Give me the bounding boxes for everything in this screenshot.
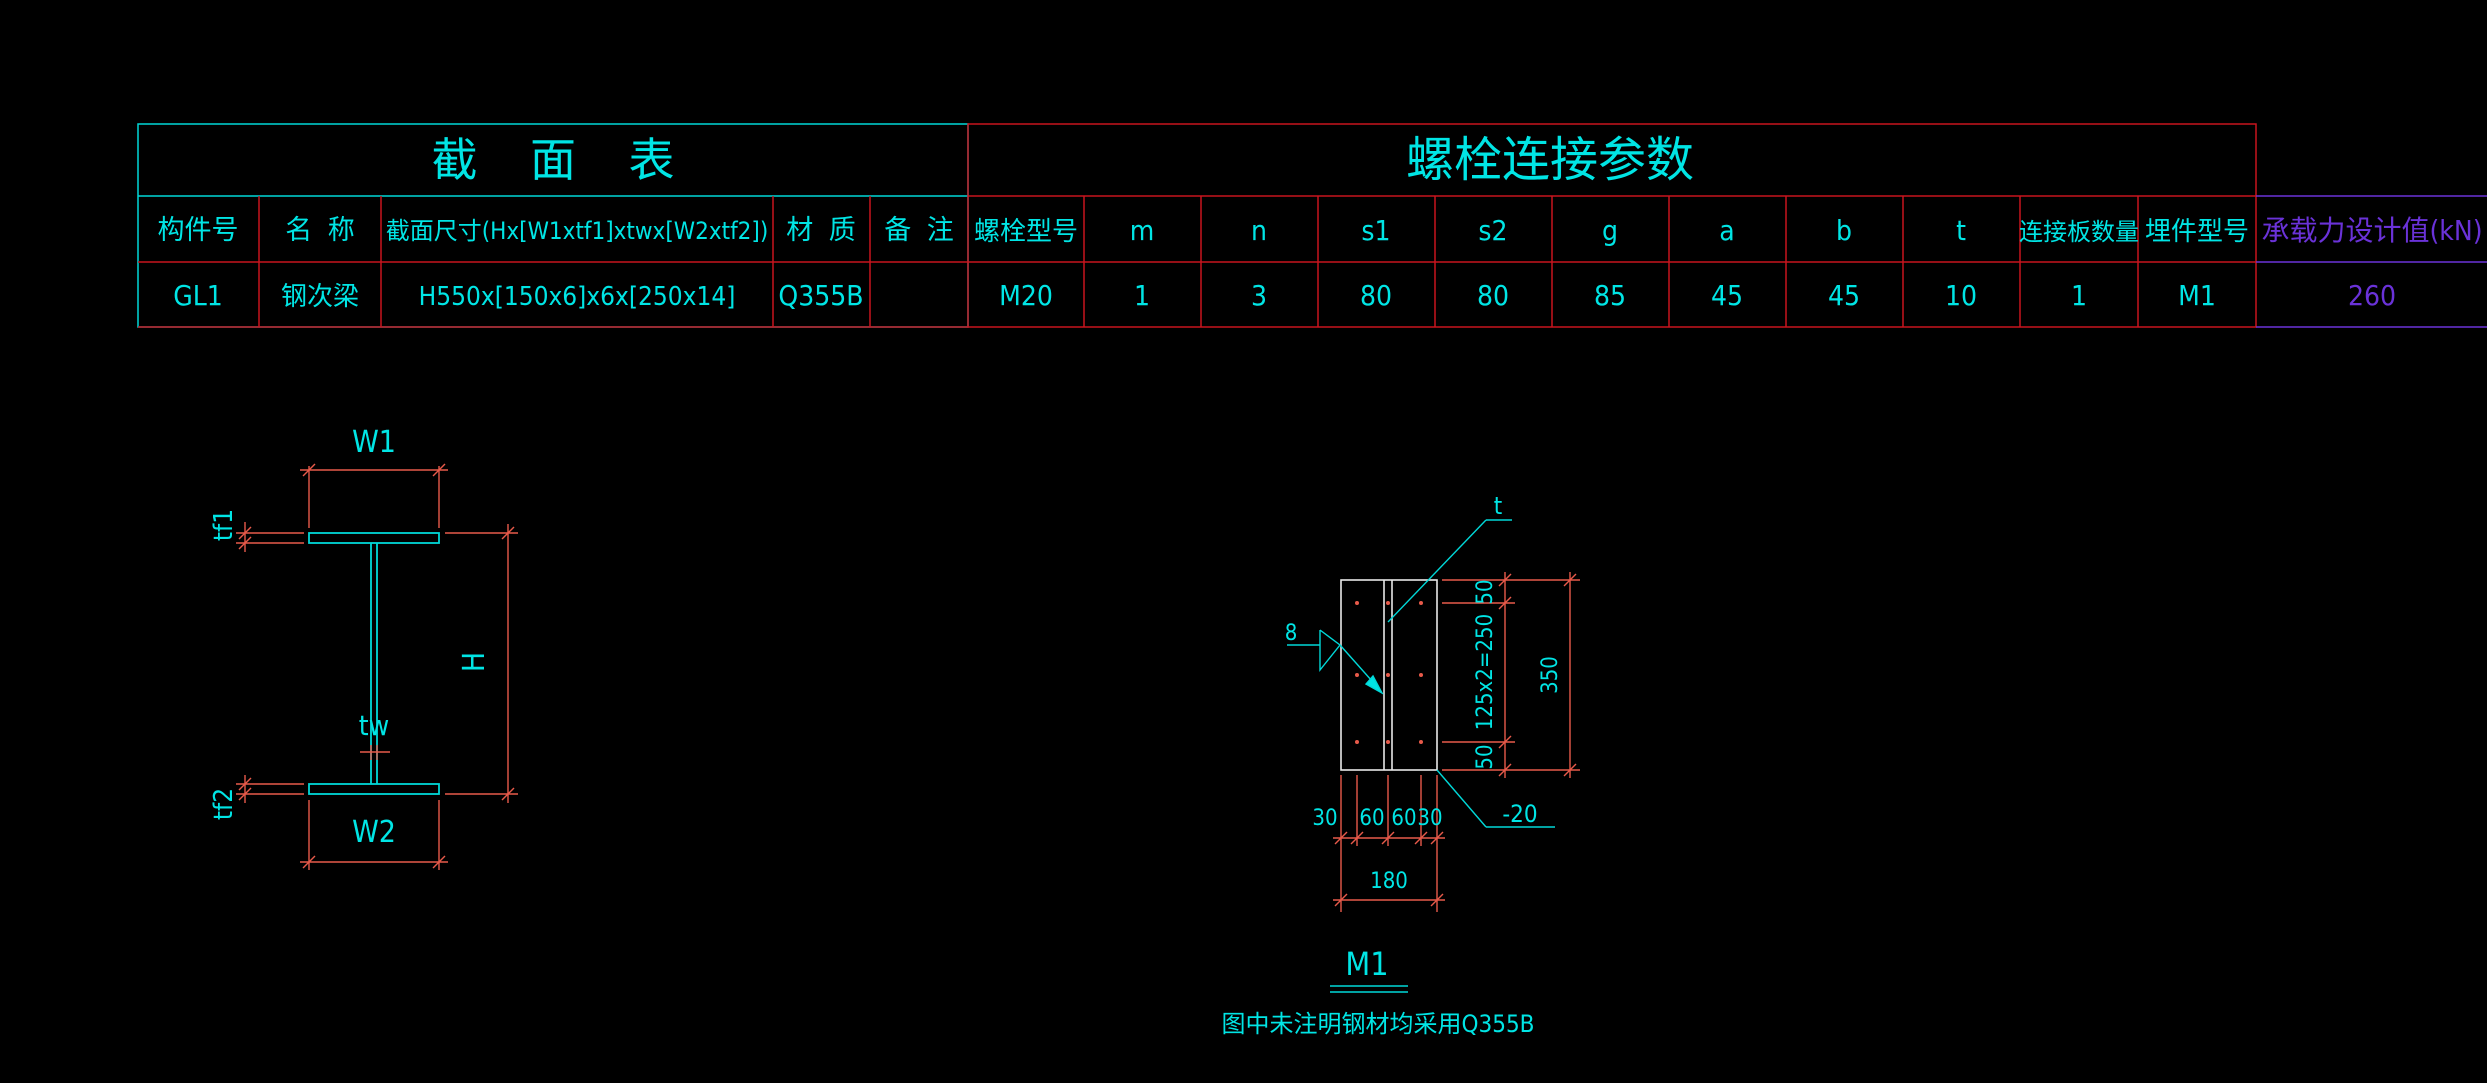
dim-right-edge: 30	[1417, 806, 1442, 831]
capacity-column	[2256, 195, 2487, 328]
capacity-header: 承载力设计值(kN)	[2261, 214, 2482, 247]
dim-overall-height: 350	[1538, 656, 1563, 694]
cell-a: 45	[1711, 279, 1743, 312]
cell-plate-count: 1	[2071, 279, 2087, 312]
cell-material: Q355B	[778, 279, 863, 312]
header-n: n	[1251, 214, 1267, 247]
header-member-no: 构件号	[158, 215, 239, 246]
dim-bottom-edge: 50	[1473, 744, 1498, 769]
material-note: 图中未注明钢材均采用Q355B	[1221, 1010, 1534, 1038]
header-name: 名 称	[285, 215, 354, 246]
bolt-hole	[1419, 740, 1423, 744]
bolt-hole	[1419, 601, 1423, 605]
bolt-hole	[1386, 601, 1390, 605]
dim-top-edge: 50	[1473, 579, 1498, 604]
bolt-table-title: 螺栓连接参数	[1406, 132, 1694, 188]
bolt-hole	[1355, 673, 1359, 677]
embed-plate-name: M1	[1345, 945, 1388, 983]
t-leader	[1387, 519, 1512, 623]
ibeam-labels: W1 W2 tw H tf1 tf2	[209, 425, 492, 850]
weld-symbol	[1287, 629, 1384, 695]
label-tf1: tf1	[209, 509, 239, 541]
cell-n: 3	[1251, 279, 1267, 312]
header-s1: s1	[1361, 214, 1390, 247]
cell-name: 钢次梁	[281, 282, 359, 312]
cell-m: 1	[1134, 279, 1150, 312]
cell-section-size: H550x[150x6]x6x[250x14]	[419, 282, 736, 312]
cell-member-no: GL1	[173, 279, 223, 312]
ibeam-dimensions	[236, 463, 518, 870]
cell-t: 10	[1945, 279, 1977, 312]
header-g: g	[1602, 214, 1618, 247]
header-plate-count: 连接板数量	[2019, 218, 2139, 246]
section-table-headers: 构件号 名 称 截面尺寸(Hx[W1xtf1]xtwx[W2xtf2]) 材 质…	[158, 215, 954, 246]
cell-embed-type: M1	[2178, 279, 2216, 312]
cell-b: 45	[1828, 279, 1860, 312]
ibeam-section	[308, 532, 440, 795]
label-weld-size: 8	[1285, 621, 1298, 646]
header-remark: 备 注	[884, 215, 953, 246]
bolt-hole	[1386, 673, 1390, 677]
header-m: m	[1130, 214, 1155, 247]
label-plate-thickness: -20	[1502, 800, 1537, 828]
dim-overall-width: 180	[1370, 869, 1408, 894]
header-s2: s2	[1478, 214, 1507, 247]
header-section-size: 截面尺寸(Hx[W1xtf1]xtwx[W2xtf2])	[386, 217, 769, 245]
label-w2: W2	[352, 815, 396, 850]
header-embed-type: 埋件型号	[2145, 217, 2249, 247]
embed-right-dimensions	[1442, 572, 1580, 778]
label-t: t	[1494, 492, 1502, 520]
embed-right-labels: 50 125x2=250 50 350	[1473, 579, 1563, 769]
label-h: H	[457, 652, 492, 672]
bolt-hole	[1355, 740, 1359, 744]
header-t: t	[1956, 214, 1966, 247]
label-tw: tw	[359, 709, 389, 742]
section-table-title: 截 面 表	[431, 133, 674, 187]
header-a: a	[1719, 214, 1734, 247]
label-w1: W1	[352, 425, 396, 460]
cell-bolt-type: M20	[999, 279, 1053, 312]
embed-bottom-dimensions	[1333, 775, 1445, 912]
bolt-table-headers: 螺栓型号 m n s1 s2 g a b t 连接板数量 埋件型号	[974, 214, 2249, 247]
plate-thickness-leader	[1436, 769, 1555, 828]
dim-left-edge: 30	[1312, 806, 1337, 831]
dim-spacing-2: 60	[1391, 806, 1416, 831]
cell-g: 85	[1594, 279, 1626, 312]
dim-spacing-1: 60	[1359, 806, 1384, 831]
capacity-value: 260	[2348, 279, 2396, 312]
label-tf2: tf2	[209, 788, 239, 820]
header-bolt-type: 螺栓型号	[974, 217, 1078, 247]
header-b: b	[1836, 214, 1852, 247]
dim-bolt-spacing: 125x2=250	[1473, 614, 1498, 730]
title-underline	[1330, 985, 1408, 993]
embed-bottom-labels: 30 60 60 30 180	[1312, 806, 1442, 894]
bolt-hole	[1419, 673, 1423, 677]
cell-s1: 80	[1360, 279, 1392, 312]
bolt-hole	[1355, 601, 1359, 605]
embed-plate	[1340, 579, 1438, 771]
section-table	[137, 123, 969, 328]
bolt-markers	[1355, 601, 1423, 744]
bolt-table	[967, 123, 2257, 328]
header-material: 材 质	[786, 215, 855, 246]
section-table-row: GL1 钢次梁 H550x[150x6]x6x[250x14] Q355B	[173, 279, 863, 312]
bolt-table-row: M20 1 3 80 80 85 45 45 10 1 M1	[999, 279, 2216, 312]
cell-s2: 80	[1477, 279, 1509, 312]
bolt-hole	[1386, 740, 1390, 744]
